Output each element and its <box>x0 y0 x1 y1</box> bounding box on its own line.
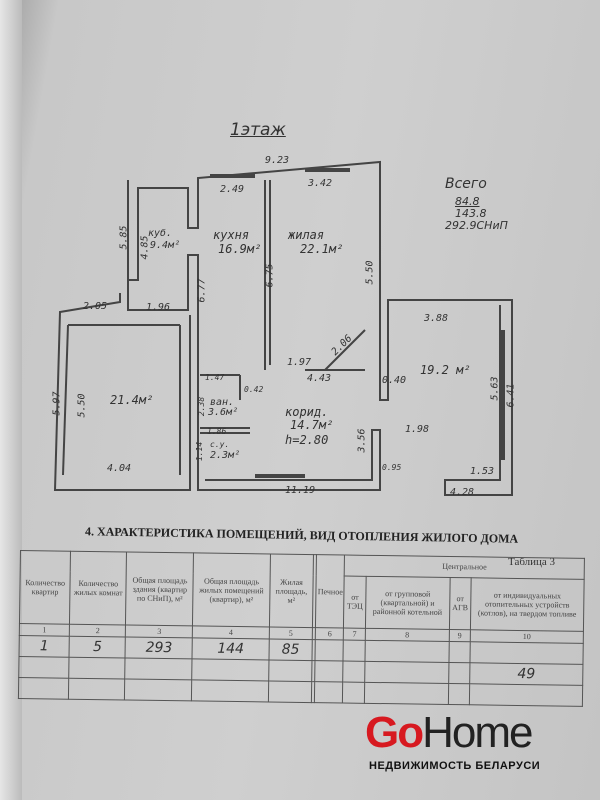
dimension: 4.04 <box>107 463 132 474</box>
dimension: 5.97 <box>51 391 63 416</box>
header-cell: Общая площадь жилых помещений (квартир),… <box>192 552 271 627</box>
header-cell: Жилая площадь, м² <box>269 553 314 628</box>
apartments-count: 1 <box>19 635 70 658</box>
ceiling-height: h=2.80 <box>285 433 329 447</box>
logo-home: Home <box>422 708 533 757</box>
room-area: 14.7м² <box>290 418 334 432</box>
room-area: 2.3м² <box>210 450 241 461</box>
room-area: 19.2 м² <box>420 363 471 377</box>
header-cell: от АГВ <box>449 577 472 630</box>
living-area: 85 <box>268 638 313 661</box>
dimension: 9.23 <box>265 155 290 166</box>
col-number: 3 <box>125 624 193 638</box>
dimension: 4.85 <box>139 235 151 260</box>
dimension: 1.53 <box>470 466 495 477</box>
dimension: 1.98 <box>405 424 430 435</box>
dimension: 1.97 <box>287 357 312 368</box>
floor-title: 1этаж <box>230 120 286 140</box>
dimension: 6.75 <box>264 263 276 288</box>
room-name: корид. <box>285 405 329 419</box>
header-cell: от индивидуальных отопительных устройств… <box>470 577 585 632</box>
col-number: 5 <box>268 626 313 640</box>
dimension: 3.88 <box>424 313 449 324</box>
header-cell: Общая площадь здания (квартир по СНиП), … <box>125 551 194 626</box>
col-number: 6 <box>315 627 344 641</box>
dimension: 1.14 <box>195 441 205 462</box>
col-number: 9 <box>448 629 471 642</box>
room-name: кухня <box>213 228 250 242</box>
room-area: 16.9м² <box>218 242 262 256</box>
floor-plan <box>53 160 513 496</box>
room-area: 9.4м² <box>150 240 181 251</box>
header-cell: от групповой (квартальной) и районной ко… <box>365 576 450 630</box>
dimension: 0.40 <box>382 375 407 386</box>
room-area: 21.4м² <box>110 393 154 407</box>
dimension: 2.38 <box>197 396 207 417</box>
room-name: с.у. <box>210 440 230 449</box>
dimension: 4.43 <box>307 373 332 384</box>
dimension: 5.50 <box>76 393 88 418</box>
living-total: 84.8 <box>455 195 480 208</box>
header-cell: от ТЭЦ <box>343 575 367 629</box>
dimension: 5.63 <box>489 376 501 401</box>
header-cell: Количество квартир <box>19 550 71 625</box>
section-title: 4. ХАРАКТЕРИСТИКА ПОМЕЩЕНИЙ, ВИД ОТОПЛЕН… <box>84 524 519 546</box>
rooms-table: Количество квартир Количество жилых комн… <box>18 550 585 707</box>
col-number: 1 <box>19 623 70 637</box>
area-totals: Всего 84.8 143.8 292.9СНиП <box>445 176 508 232</box>
dimension: 6.77 <box>196 278 208 303</box>
dimension: 0.95 <box>382 463 402 472</box>
gohome-logo: GoHome НЕДВИЖИМОСТЬ БЕЛАРУСИ <box>365 708 560 772</box>
header-cell: Количество жилых комнат <box>69 551 127 625</box>
dimension: 5.50 <box>364 260 376 285</box>
room-name: жилая <box>288 228 325 242</box>
dimension: 2.05 <box>83 301 108 312</box>
room-name: куб. <box>148 228 173 239</box>
table-number: Таблица 3 <box>508 556 556 568</box>
dimension: 3.56 <box>356 428 368 453</box>
dimension: 1.86 <box>207 427 227 436</box>
col-number: 2 <box>69 624 126 637</box>
page-edge <box>0 0 22 800</box>
room-name: ван. <box>210 397 235 408</box>
col-number: 4 <box>192 625 270 639</box>
dimension: 5.85 <box>118 225 130 250</box>
dimension: 1.96 <box>146 302 171 313</box>
logo-tagline: НЕДВИЖИМОСТЬ БЕЛАРУСИ <box>369 760 541 772</box>
header-cell: Печное <box>315 554 345 629</box>
snip-total: 292.9СНиП <box>445 219 508 232</box>
room-area: 22.1м² <box>300 242 344 256</box>
building-area: 293 <box>125 636 193 659</box>
dimension: 0.42 <box>244 385 264 394</box>
col-number: 7 <box>343 628 366 641</box>
dimension: 1.47 <box>205 373 225 382</box>
dimension: 3.42 <box>308 178 333 189</box>
dimension: 4.28 <box>450 487 475 498</box>
totals-label: Всего <box>445 176 487 192</box>
rooms-count: 5 <box>69 636 126 658</box>
solid-fuel-area: 49 <box>469 662 583 686</box>
room-area: 3.6м² <box>208 407 239 418</box>
dimension: 2.49 <box>220 184 245 195</box>
logo-go: Go <box>365 708 424 757</box>
general-total: 143.8 <box>455 207 487 220</box>
dimension: 11.19 <box>285 485 316 496</box>
dimension: 6.41 <box>505 383 517 408</box>
residential-area: 144 <box>192 637 269 660</box>
